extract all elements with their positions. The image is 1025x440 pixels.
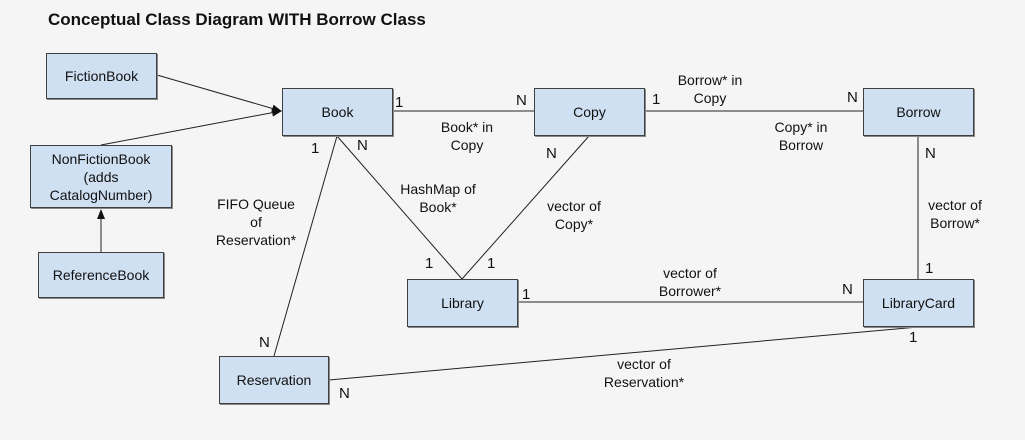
label-librarycard-reservation: vector of Reservation* [603,356,685,390]
book-library-association [336,135,463,280]
mult-library-from-book: 1 [425,255,434,272]
librarycard-reservation-association [328,326,919,381]
mult-library-from-copy: 1 [487,255,496,272]
class-book[interactable]: Book [282,88,393,136]
mult-book-to-copy: 1 [395,94,404,111]
mult-librarycard-from-library: N [842,281,853,298]
class-librarycard[interactable]: LibraryCard [863,279,974,327]
class-library[interactable]: Library [407,279,518,327]
mult-borrow-to-librarycard: N [925,145,936,162]
class-nonfictionbook[interactable]: NonFictionBook (adds CatalogNumber) [30,145,172,208]
mult-copy-from-book: N [516,92,527,109]
mult-borrow-from-copy: N [847,89,858,106]
label-book-copy: Book* in Copy [440,119,494,153]
label-library-librarycard: vector of Borrower* [658,265,722,299]
mult-copy-to-library: N [546,145,557,162]
class-borrow[interactable]: Borrow [863,88,974,136]
book-reservation-association [273,135,338,357]
class-fictionbook[interactable]: FictionBook [46,53,157,99]
class-referencebook[interactable]: ReferenceBook [38,252,164,298]
fictionbook-book-inheritance [156,74,282,113]
label-book-reservation: FIFO Queue of Reservation* [215,196,297,248]
diagram-title: Conceptual Class Diagram WITH Borrow Cla… [48,10,426,29]
label-book-library: HashMap of Book* [400,181,476,215]
mult-librarycard-from-borrow: 1 [925,260,934,277]
class-reservation[interactable]: Reservation [219,356,329,404]
label-copy-library: vector of Copy* [547,198,601,232]
mult-book-to-reservation: 1 [311,140,320,157]
mult-book-to-library: N [357,137,368,154]
mult-reservation-from-book: N [259,334,270,351]
mult-reservation-from-librarycard: N [339,385,350,402]
mult-librarycard-to-reservation: 1 [909,329,918,346]
mult-copy-to-borrow: 1 [652,91,661,108]
class-copy[interactable]: Copy [534,88,645,136]
nonfictionbook-book-inheritance [100,108,282,146]
mult-library-to-librarycard: 1 [522,286,531,303]
label-copy-borrow-top: Borrow* in Copy [677,72,743,106]
label-borrow-librarycard: vector of Borrow* [928,197,982,231]
label-copy-borrow-bottom: Copy* in Borrow [774,119,828,153]
copy-library-association [461,135,590,280]
